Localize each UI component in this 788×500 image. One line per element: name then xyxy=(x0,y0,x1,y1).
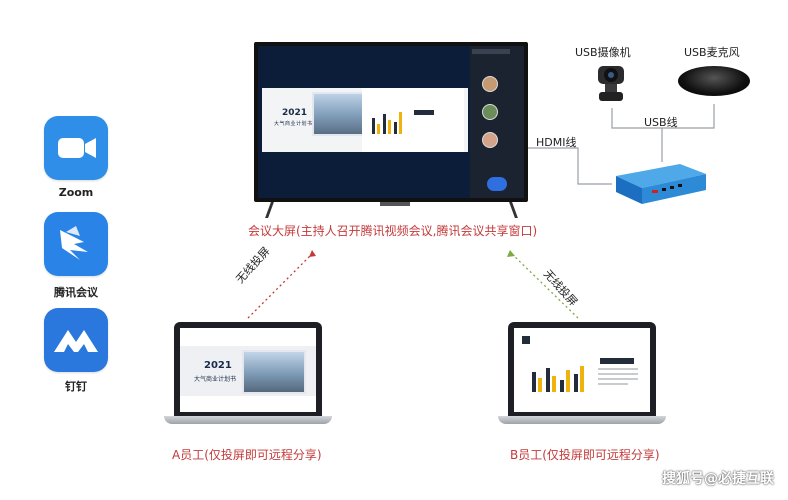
meeting-tv-screen: 2021 大气商业计划书 xyxy=(258,46,524,198)
tv-stand-base xyxy=(380,202,410,206)
dingtalk-label: 钉钉 xyxy=(65,380,87,393)
tv-participant-panel xyxy=(470,46,524,198)
tencent-meeting-app-tile xyxy=(44,212,108,276)
usb-line-label: USB线 xyxy=(644,116,678,129)
wireless-arrow-left xyxy=(247,253,313,319)
laptop-a-slide-subtitle: 大气商业计划书 xyxy=(194,376,237,383)
zoom-label: Zoom xyxy=(58,186,94,199)
tv-caption: 会议大屏(主持人召开腾讯视频会议,腾讯会议共享窗口) xyxy=(248,224,538,238)
mic-label: USB麦克风 xyxy=(684,46,740,59)
tv-slide-chart xyxy=(362,88,464,152)
laptop-b-caption: B员工(仅投屏即可远程分享) xyxy=(510,448,660,462)
participant-avatar xyxy=(482,76,498,92)
laptop-a-screen: 2021 大气商业计划书 xyxy=(180,328,316,412)
zoom-app-tile xyxy=(44,116,108,180)
tv-slide-subtitle: 大气商业计划书 xyxy=(274,121,313,127)
participant-avatar xyxy=(482,132,498,148)
camera-label: USB摄像机 xyxy=(575,46,631,59)
tv-panel-button xyxy=(487,177,507,191)
dingtalk-app-tile xyxy=(44,308,108,372)
zoom-icon xyxy=(58,138,96,158)
tencent-meeting-label: 腾讯会议 xyxy=(54,286,98,299)
tv-slide-year: 2021 xyxy=(282,108,308,118)
hdmi-cable-line xyxy=(528,147,612,185)
laptop-b-screen xyxy=(514,328,650,412)
laptop-b-base xyxy=(498,416,666,424)
hdmi-label: HDMI线 xyxy=(536,136,577,149)
watermark-text: 搜狐号@必捷互联 xyxy=(662,471,774,487)
arrow-head-left xyxy=(309,250,316,257)
tencent-meeting-icon xyxy=(60,226,88,260)
usb-microphone-icon xyxy=(678,66,750,96)
laptop-a-caption: A员工(仅投屏即可远程分享) xyxy=(172,448,322,462)
laptop-a-city-photo xyxy=(242,350,306,394)
participant-avatar xyxy=(482,104,498,120)
usb-camera-icon xyxy=(598,66,624,101)
dingtalk-icon xyxy=(54,330,98,352)
arrow-head-right xyxy=(507,250,515,257)
tv-panel-header xyxy=(472,49,510,54)
wireless-arrow-right xyxy=(511,253,579,319)
mini-pc-box-icon xyxy=(616,164,706,204)
usb-cable-top xyxy=(611,104,715,129)
laptop-a-slide-year: 2021 xyxy=(204,360,232,371)
tv-slide-city-photo xyxy=(312,92,364,136)
laptop-a-base xyxy=(164,416,332,424)
